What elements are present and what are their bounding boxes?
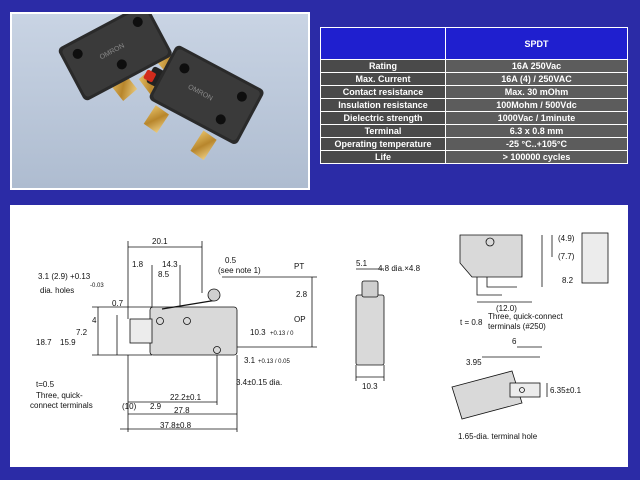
front-terminal <box>129 318 153 344</box>
dim-4: 4 <box>92 316 97 325</box>
mount-hole-3 <box>213 346 221 354</box>
mount-hole-2 <box>183 317 191 325</box>
dim-37-8: 37.8±0.8 <box>160 421 192 430</box>
terminal-hole <box>519 387 525 393</box>
spec-value: 16A 250Vac <box>445 59 628 73</box>
dim-8-5: 8.5 <box>158 270 170 279</box>
spec-label: Max. Current <box>320 72 446 86</box>
holes-tol: -0.03 <box>90 283 104 289</box>
side-dim-5-1: 5.1 <box>356 259 368 268</box>
roller <box>207 288 221 302</box>
drawing-svg: 20.1 0.5 (see note 1) 1.8 14.3 8.5 3.1 (… <box>30 232 609 441</box>
side-dim-10-3: 10.3 <box>362 382 378 391</box>
switch-photo-illustration: OMRON OMRON <box>12 14 308 188</box>
dim-18-7: 18.7 <box>36 338 52 347</box>
t-0-5: t=0.5 <box>36 380 55 389</box>
spec-label: Rating <box>320 59 446 73</box>
terminal-legs <box>476 277 517 296</box>
spec-value: 16A (4) / 250VAC <box>445 72 628 86</box>
terminal-detail <box>451 370 523 420</box>
holes-label-2: dia. holes <box>40 286 74 295</box>
qc-note-2: connect terminals <box>30 401 93 410</box>
actuator-lever <box>161 299 218 310</box>
dim-7-7: (7.7) <box>558 252 575 261</box>
t-0-8: t = 0.8 <box>460 318 483 327</box>
spec-value: Max. 30 mOhm <box>445 85 628 99</box>
spec-label: Life <box>320 150 446 164</box>
dim-22-2: 22.2±0.1 <box>170 393 202 402</box>
front-body <box>149 306 238 356</box>
spec-row: Life> 100000 cycles <box>320 150 628 164</box>
dim-3-1: 3.1 <box>244 356 256 365</box>
terminal-end-view <box>581 232 609 284</box>
dim-3-4: 3.4±0.15 dia. <box>236 378 282 387</box>
spec-value: 1000Vac / 1minute <box>445 111 628 125</box>
dim-0-7: 0.7 <box>112 299 124 308</box>
dim-3-1-tol: +0.13 / 0.05 <box>258 359 291 365</box>
label-op: OP <box>294 315 306 324</box>
spec-value: -25 °C..+105°C <box>445 137 628 151</box>
spec-row: Operating temperature-25 °C..+105°C <box>320 137 628 151</box>
dim-2-8: 2.8 <box>296 290 308 299</box>
switch-right: OMRON <box>143 45 264 161</box>
dim-15-9: 15.9 <box>60 338 76 347</box>
dim-20-1: 20.1 <box>152 237 168 246</box>
side-dim-4-8: 4.8 dia.×4.8 <box>378 264 421 273</box>
dim-14-3: 14.3 <box>162 260 178 269</box>
terminal-tab <box>509 382 541 398</box>
dim-27-8: 27.8 <box>174 406 190 415</box>
dim-1-8: 1.8 <box>132 260 144 269</box>
dim-4-9: (4.9) <box>558 234 575 243</box>
dim-6-35: 6.35±0.1 <box>550 386 582 395</box>
qc-note-1: Three, quick- <box>36 391 83 400</box>
spec-header-label <box>320 27 446 60</box>
spec-value: 100Mohm / 500Vdc <box>445 98 628 112</box>
terminal-view-hole <box>485 237 495 247</box>
terminal-hole-label: 1.65-dia. terminal hole <box>458 432 538 441</box>
spec-value: 6.3 x 0.8 mm <box>445 124 628 138</box>
see-note: (see note 1) <box>218 266 261 275</box>
dim-7-2: 7.2 <box>76 328 88 337</box>
label-pt: PT <box>294 262 304 271</box>
spec-header-value: SPDT <box>445 27 628 60</box>
dim-0-5: 0.5 <box>225 256 237 265</box>
terminal-view-body <box>459 234 523 278</box>
dim-10: (10) <box>122 402 137 411</box>
side-roller <box>361 280 379 298</box>
holes-label: 3.1 (2.9) +0.13 <box>38 272 91 281</box>
dim-10-3: 10.3 <box>250 328 266 337</box>
side-body <box>355 294 385 366</box>
dim-8-2: 8.2 <box>562 276 574 285</box>
dimension-drawing: 20.1 0.5 (see note 1) 1.8 14.3 8.5 3.1 (… <box>10 205 628 467</box>
dim-10-3-tol: +0.13 / 0 <box>270 331 294 337</box>
spec-value: > 100000 cycles <box>445 150 628 164</box>
spec-header-row: SPDT <box>320 27 628 60</box>
spec-label: Contact resistance <box>320 85 446 99</box>
product-photo: OMRON OMRON <box>10 12 310 190</box>
dim-12: (12.0) <box>496 304 517 313</box>
dim-2-9: 2.9 <box>150 402 162 411</box>
spec-label: Dielectric strength <box>320 111 446 125</box>
dim-3-95: 3.95 <box>466 358 482 367</box>
spec-label: Operating temperature <box>320 137 446 151</box>
spec-label: Terminal <box>320 124 446 138</box>
mount-hole-1 <box>156 317 164 325</box>
dim-6: 6 <box>512 337 517 346</box>
qc-note-right-1: Three, quick-connect <box>488 312 563 321</box>
qc-note-right-2: terminals (#250) <box>488 322 546 331</box>
spec-label: Insulation resistance <box>320 98 446 112</box>
